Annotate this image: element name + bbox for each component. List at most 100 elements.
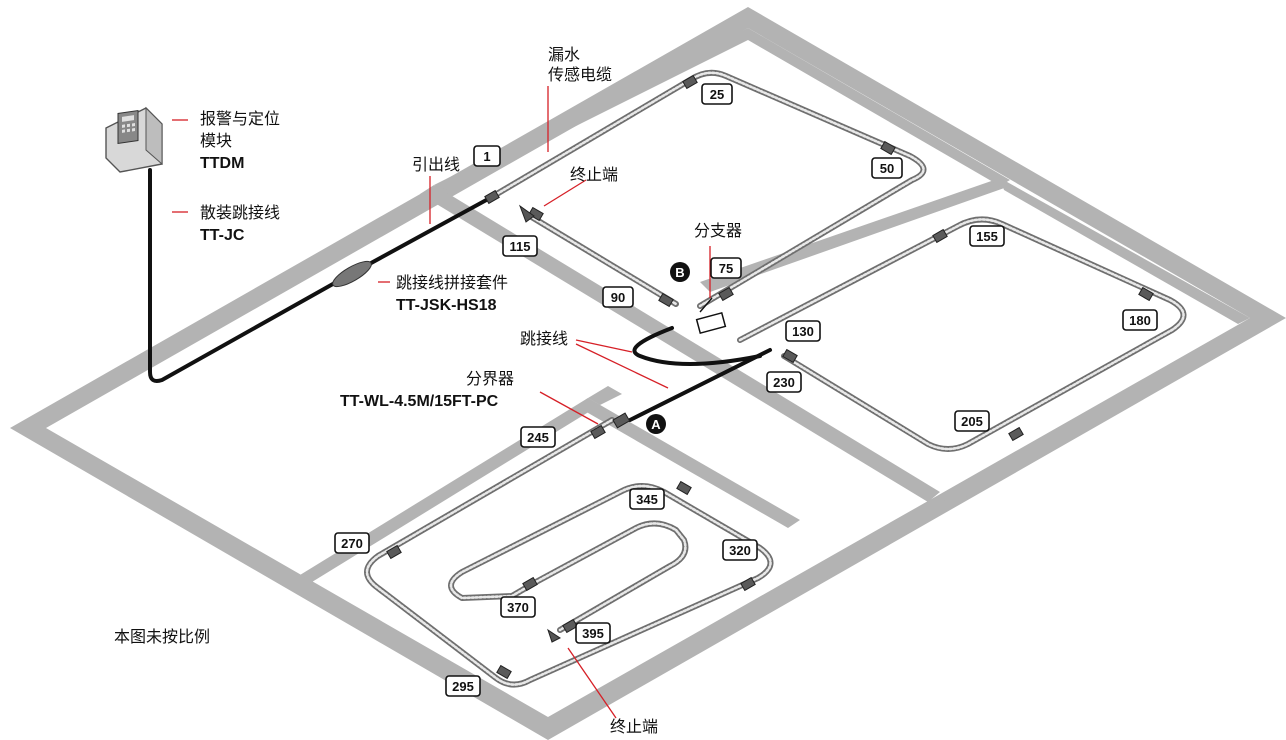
distance-tag-box xyxy=(701,83,733,105)
terminator-bottom-icon xyxy=(547,628,561,643)
branch-connector xyxy=(695,297,727,335)
distance-tag-value: 25 xyxy=(710,87,724,102)
splice-kit-label: 跳接线拼接套件 xyxy=(396,274,508,292)
distance-tag-value: 1 xyxy=(483,149,490,164)
connector xyxy=(562,618,578,634)
cable-branch-left-inner xyxy=(528,214,678,306)
floor-divider-lower-left xyxy=(300,398,600,582)
distance-tag-value: 345 xyxy=(636,492,658,507)
alarm-module-model: TTDM xyxy=(200,155,244,172)
distance-tag-box xyxy=(520,426,556,448)
floor-band-lower-room xyxy=(588,386,622,405)
distance-tag-value: 155 xyxy=(976,229,998,244)
leader-boundary xyxy=(539,391,599,425)
distance-tag-value: 245 xyxy=(527,430,549,445)
floor-divider-upper xyxy=(940,462,1004,505)
connector xyxy=(782,348,798,364)
connector xyxy=(718,286,734,302)
distance-tag-value: 320 xyxy=(729,543,751,558)
connector xyxy=(682,74,698,90)
cable-inner-spiral-inner xyxy=(534,522,687,632)
leader-lines xyxy=(172,86,711,719)
alarm-module-label-line1: 报警与定位 xyxy=(200,110,280,128)
distance-tag: 320 xyxy=(722,539,758,561)
distance-tag-box xyxy=(954,410,990,432)
distance-tag-value: 75 xyxy=(719,261,733,276)
connector xyxy=(522,576,538,592)
point-b-label: B xyxy=(675,265,684,280)
distance-tag: 205 xyxy=(954,410,990,432)
connector xyxy=(612,412,631,429)
sensing-cables xyxy=(364,69,1187,688)
leader-terminator-bottom xyxy=(567,647,617,719)
floor-divider-lower-diag xyxy=(576,398,800,528)
jumper-wire-b xyxy=(632,326,762,366)
point-b-marker: B xyxy=(670,262,690,282)
distance-tag: 50 xyxy=(871,157,903,179)
distance-tag-box xyxy=(334,532,370,554)
leak-cable-label-line2: 传感电缆 xyxy=(548,66,612,84)
distance-tag-box xyxy=(575,622,611,644)
loose-jumper-label: 散装跳接线 xyxy=(200,204,280,222)
loose-jumper-wire xyxy=(148,168,342,383)
point-a-marker: A xyxy=(646,414,666,434)
distance-tag: 115 xyxy=(502,235,538,257)
distance-tag: 1 xyxy=(473,145,501,167)
distance-tag-value: 230 xyxy=(773,375,795,390)
distance-tag: 295 xyxy=(445,675,481,697)
distance-tag-box xyxy=(445,675,481,697)
distance-tag-box xyxy=(1122,309,1158,331)
connector xyxy=(740,576,756,592)
branch-label: 分支器 xyxy=(694,222,742,240)
distance-tag-box xyxy=(722,539,758,561)
distance-tag-box xyxy=(500,596,536,618)
floor-divider-right xyxy=(700,178,1010,292)
distance-tag-box xyxy=(766,371,802,393)
distance-tag-box xyxy=(969,225,1005,247)
cable-top-loop-inner xyxy=(488,71,925,308)
loose-jumper-model: TT-JC xyxy=(200,227,245,244)
distance-tag: 230 xyxy=(766,371,802,393)
black-wires xyxy=(148,168,772,422)
cable-inner-spiral xyxy=(533,520,689,633)
alarm-module-label-line2: 模块 xyxy=(200,132,232,150)
leak-cable-label-line1: 漏水 xyxy=(548,46,580,64)
distance-tag-box xyxy=(871,157,903,179)
cable-lower-outer-loop-inner xyxy=(365,418,772,686)
distance-tag-value: 90 xyxy=(611,290,625,305)
not-to-scale-note: 本图未按比例 xyxy=(114,628,210,646)
distance-tag: 155 xyxy=(969,225,1005,247)
text-labels: 漏水 传感电缆 报警与定位 模块 TTDM 引出线 终止端 散装跳接线 TT-J… xyxy=(114,46,742,736)
distance-tag: 180 xyxy=(1122,309,1158,331)
distance-tags: 1255011575901551801302302052453453202703… xyxy=(334,83,1158,697)
distance-tag: 395 xyxy=(575,622,611,644)
cable-right-loop-inner xyxy=(738,218,1185,451)
boundary-label: 分界器 xyxy=(466,370,514,388)
distance-tag-value: 50 xyxy=(880,161,894,176)
leader-jumper-2 xyxy=(575,343,669,389)
terminator-bottom-label: 终止端 xyxy=(610,718,658,736)
distance-tag: 370 xyxy=(500,596,536,618)
distance-tag: 75 xyxy=(710,257,742,279)
distance-tag: 130 xyxy=(785,320,821,342)
connector xyxy=(676,480,692,496)
connector xyxy=(484,189,500,205)
connector xyxy=(1008,426,1024,442)
jumper-wire-a xyxy=(628,348,772,422)
boundary-model: TT-WL-4.5M/15FT-PC xyxy=(340,393,499,410)
terminator-top-icon xyxy=(518,204,535,223)
connector xyxy=(496,664,512,680)
jumper-label: 跳接线 xyxy=(520,330,568,348)
connector xyxy=(1138,286,1154,302)
point-a-label: A xyxy=(651,417,661,432)
distance-tag-box xyxy=(710,257,742,279)
distance-tag-box xyxy=(502,235,538,257)
connector xyxy=(590,424,606,440)
cable-connectors xyxy=(386,74,1154,680)
leader-jumper-1 xyxy=(575,339,633,353)
leader-terminator-top xyxy=(543,179,587,207)
floor-bands xyxy=(434,28,1250,405)
distance-tag-value: 295 xyxy=(452,679,474,694)
terminator-top-label: 终止端 xyxy=(570,166,618,184)
distance-tag-value: 180 xyxy=(1129,313,1151,328)
